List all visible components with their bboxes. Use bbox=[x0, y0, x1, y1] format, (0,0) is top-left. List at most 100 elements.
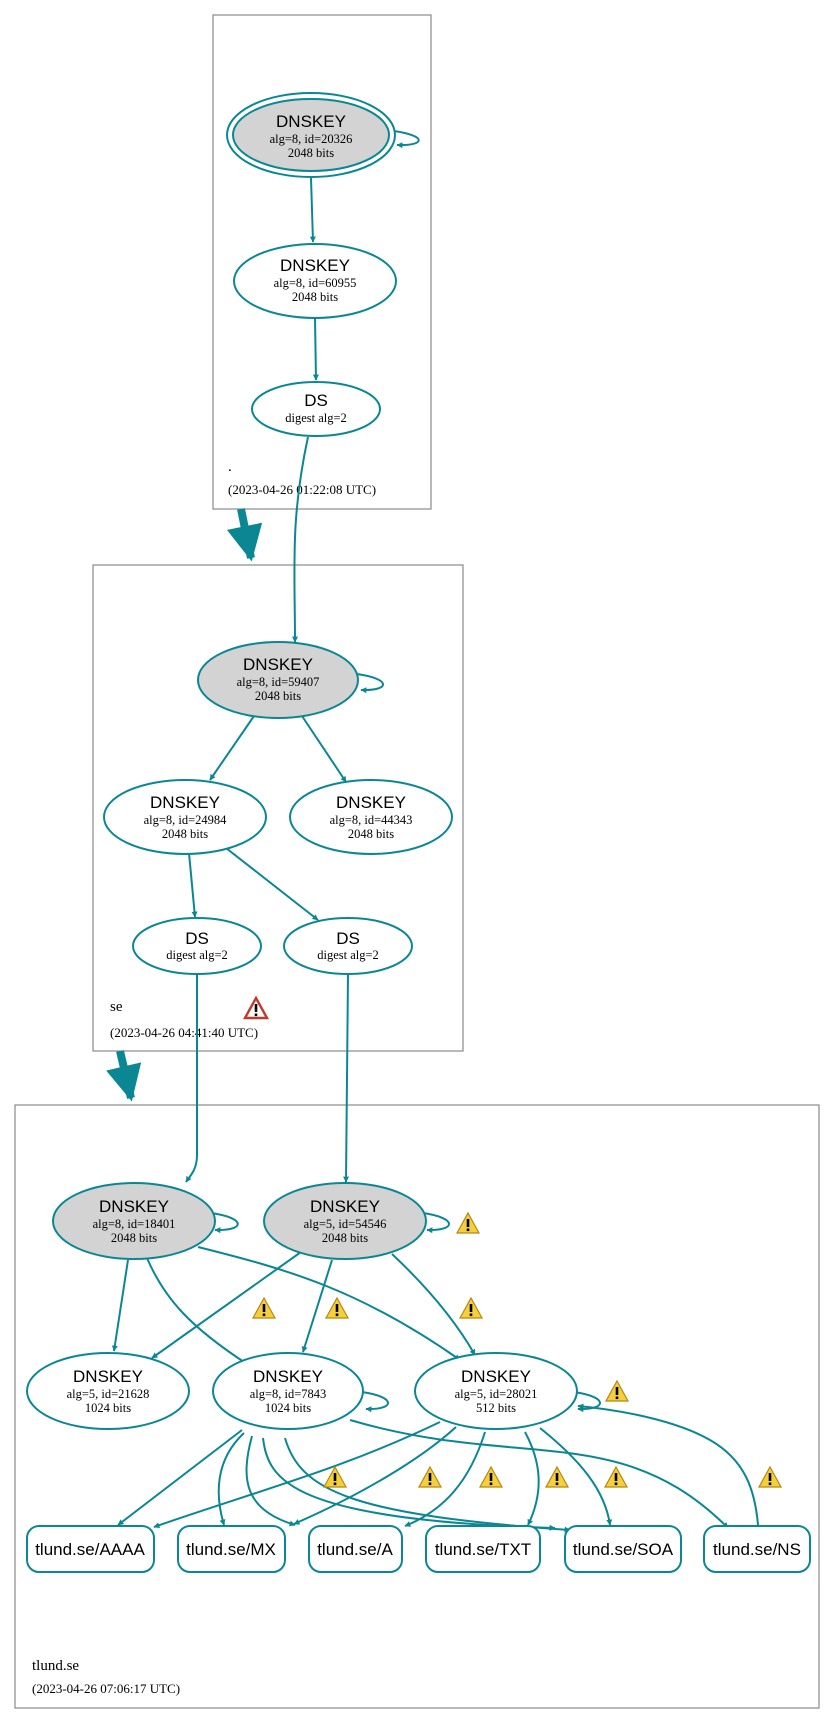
node-tl-ksk1-alg: alg=8, id=18401 bbox=[93, 1217, 176, 1231]
edge-zsk2-mx bbox=[217, 1432, 245, 1526]
edge-tl-ksk2-zsk1 bbox=[151, 1251, 302, 1359]
node-root-ksk-title: DNSKEY bbox=[276, 112, 346, 131]
node-se-ds2-title: DS bbox=[336, 929, 360, 948]
edge-tl-ksk1-zsk2 bbox=[146, 1257, 248, 1365]
self-sign-tl-zsk3 bbox=[573, 1391, 601, 1413]
node-se-ksk-bits: 2048 bits bbox=[255, 689, 301, 703]
node-tl-zsk2-title: DNSKEY bbox=[253, 1367, 323, 1386]
node-tl-zsk3-alg: alg=5, id=28021 bbox=[455, 1387, 538, 1401]
edge-se-zsk1-ds2 bbox=[225, 847, 319, 921]
rrset-aaaa-label: tlund.se/AAAA bbox=[35, 1540, 145, 1559]
rrset-a[interactable]: tlund.se/A bbox=[308, 1525, 403, 1573]
node-se-zsk2-title: DNSKEY bbox=[336, 793, 406, 812]
edge-zsk2-txt bbox=[262, 1437, 556, 1531]
self-sign-root-ksk bbox=[393, 130, 420, 149]
node-tl-zsk1[interactable]: DNSKEY alg=5, id=21628 1024 bits bbox=[26, 1352, 190, 1430]
node-se-ksk-title: DNSKEY bbox=[243, 655, 313, 674]
edge-se-ds2-tl-ksk2 bbox=[343, 973, 350, 1183]
node-tl-zsk1-title: DNSKEY bbox=[73, 1367, 143, 1386]
node-root-ksk[interactable]: DNSKEY alg=8, id=20326 2048 bits bbox=[226, 92, 396, 178]
node-se-ds2-digest: digest alg=2 bbox=[317, 948, 379, 962]
edge-se-ksk-zsk1 bbox=[209, 715, 255, 781]
node-se-ksk[interactable]: DNSKEY alg=8, id=59407 2048 bits bbox=[197, 641, 359, 719]
edge-se-zsk1-ds1 bbox=[188, 852, 198, 918]
edge-se-ds1-tl-ksk1 bbox=[185, 975, 198, 1183]
rrset-txt-label: tlund.se/TXT bbox=[435, 1540, 531, 1559]
self-sign-tl-ksk1 bbox=[210, 1212, 239, 1234]
node-tl-zsk1-bits: 1024 bits bbox=[85, 1401, 131, 1415]
zone-se-timestamp: (2023-04-26 04:41:40 UTC) bbox=[110, 1025, 258, 1040]
node-tl-ksk2[interactable]: DNSKEY alg=5, id=54546 2048 bits bbox=[263, 1182, 427, 1260]
node-tl-zsk3-bits: 512 bits bbox=[476, 1401, 516, 1415]
edge-se-ksk-zsk2 bbox=[301, 715, 347, 783]
edge-zsk3-aaaa bbox=[153, 1421, 441, 1529]
node-se-zsk1-bits: 2048 bits bbox=[162, 827, 208, 841]
node-tl-ksk1-title: DNSKEY bbox=[99, 1197, 169, 1216]
node-tl-zsk2[interactable]: DNSKEY alg=8, id=7843 1024 bits bbox=[212, 1352, 364, 1430]
node-tl-zsk2-alg: alg=8, id=7843 bbox=[250, 1387, 327, 1401]
rrset-mx[interactable]: tlund.se/MX bbox=[177, 1525, 286, 1573]
rrset-soa-label: tlund.se/SOA bbox=[573, 1540, 674, 1559]
rrset-ns[interactable]: tlund.se/NS bbox=[703, 1525, 811, 1573]
node-tl-ksk2-alg: alg=5, id=54546 bbox=[304, 1217, 387, 1231]
node-se-zsk1[interactable]: DNSKEY alg=8, id=24984 2048 bits bbox=[103, 779, 267, 855]
node-se-zsk2-alg: alg=8, id=44343 bbox=[330, 813, 413, 827]
zone-se-name: se bbox=[110, 999, 123, 1015]
rrset-soa[interactable]: tlund.se/SOA bbox=[564, 1525, 682, 1573]
node-tl-ksk2-title: DNSKEY bbox=[310, 1197, 380, 1216]
edge-root-ds-se-ksk bbox=[291, 436, 309, 643]
edge-root-zsk-ds bbox=[312, 317, 319, 381]
delegation-root-se-arrow bbox=[226, 508, 263, 562]
edge-tl-ksk2-zsk3 bbox=[391, 1253, 476, 1356]
node-tl-zsk1-alg: alg=5, id=21628 bbox=[67, 1387, 150, 1401]
edge-zsk3-mx bbox=[293, 1426, 457, 1525]
node-se-ds1-title: DS bbox=[185, 929, 209, 948]
edge-zsk2-ns bbox=[349, 1419, 729, 1529]
edge-tl-ksk1-zsk3 bbox=[197, 1246, 461, 1361]
node-root-zsk[interactable]: DNSKEY alg=8, id=60955 2048 bits bbox=[233, 243, 397, 319]
self-sign-tl-ksk2 bbox=[422, 1212, 450, 1234]
edge-zsk3-soa bbox=[539, 1427, 613, 1526]
delegation-se-tlund-arrow bbox=[106, 1050, 142, 1102]
rrset-txt[interactable]: tlund.se/TXT bbox=[425, 1525, 541, 1573]
self-sign-se-ksk bbox=[356, 673, 384, 694]
node-root-zsk-title: DNSKEY bbox=[280, 256, 350, 275]
node-root-ds-digest: digest alg=2 bbox=[285, 411, 347, 425]
zone-tlund-name: tlund.se bbox=[32, 1658, 79, 1674]
node-root-ds-title: DS bbox=[304, 391, 328, 410]
node-tl-zsk3-title: DNSKEY bbox=[461, 1367, 531, 1386]
node-root-ksk-alg: alg=8, id=20326 bbox=[270, 132, 353, 146]
rrset-a-label: tlund.se/A bbox=[317, 1540, 393, 1559]
node-se-ds1[interactable]: DS digest alg=2 bbox=[132, 917, 262, 975]
zone-root-name: . bbox=[228, 459, 232, 475]
zone-tlund-timestamp: (2023-04-26 07:06:17 UTC) bbox=[32, 1681, 180, 1696]
node-tl-zsk3[interactable]: DNSKEY alg=5, id=28021 512 bits bbox=[414, 1352, 578, 1430]
edge-zsk3-a bbox=[404, 1431, 486, 1527]
node-se-ds2[interactable]: DS digest alg=2 bbox=[283, 917, 413, 975]
rrset-ns-label: tlund.se/NS bbox=[713, 1540, 801, 1559]
node-root-zsk-bits: 2048 bits bbox=[292, 290, 338, 304]
node-tl-ksk1-bits: 2048 bits bbox=[111, 1231, 157, 1245]
edge-tl-ksk1-zsk1 bbox=[111, 1259, 129, 1352]
node-se-zsk2-bits: 2048 bits bbox=[348, 827, 394, 841]
edge-root-ksk-zsk bbox=[309, 177, 316, 243]
node-se-ksk-alg: alg=8, id=59407 bbox=[237, 675, 320, 689]
node-se-zsk1-alg: alg=8, id=24984 bbox=[144, 813, 228, 827]
node-se-zsk1-title: DNSKEY bbox=[150, 793, 220, 812]
node-tl-zsk2-bits: 1024 bits bbox=[265, 1401, 311, 1415]
node-root-ds[interactable]: DS digest alg=2 bbox=[251, 381, 381, 437]
node-root-ksk-bits: 2048 bits bbox=[288, 146, 334, 160]
rrset-mx-label: tlund.se/MX bbox=[186, 1540, 276, 1559]
node-tl-ksk2-bits: 2048 bits bbox=[322, 1231, 368, 1245]
edge-zsk2-aaaa bbox=[117, 1429, 243, 1526]
node-tl-ksk1[interactable]: DNSKEY alg=8, id=18401 2048 bits bbox=[52, 1182, 216, 1260]
self-sign-tl-zsk2 bbox=[361, 1391, 389, 1413]
edge-ns-zsk3 bbox=[577, 1403, 759, 1526]
zone-root-timestamp: (2023-04-26 01:22:08 UTC) bbox=[228, 482, 376, 497]
node-root-zsk-alg: alg=8, id=60955 bbox=[274, 276, 357, 290]
node-se-zsk2[interactable]: DNSKEY alg=8, id=44343 2048 bits bbox=[289, 779, 453, 855]
rrset-aaaa[interactable]: tlund.se/AAAA bbox=[26, 1525, 155, 1573]
node-se-ds1-digest: digest alg=2 bbox=[166, 948, 228, 962]
edge-zsk3-txt bbox=[524, 1431, 540, 1526]
